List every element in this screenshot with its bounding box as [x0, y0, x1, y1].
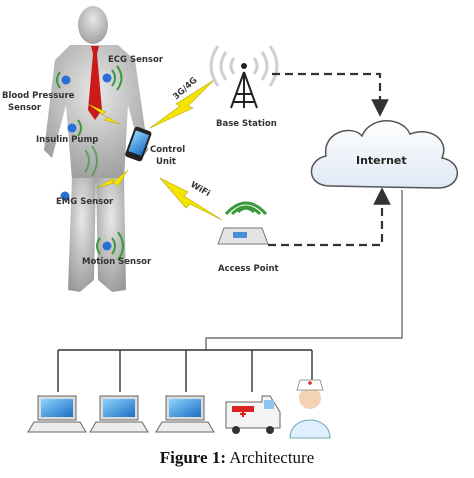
internet-downlink	[205, 190, 403, 350]
sensor-dot-emg	[60, 191, 70, 201]
insulin-pump-label: Insulin Pump	[36, 135, 98, 145]
sensor-dot-motion	[102, 241, 112, 251]
blood-pressure-label-line1: Blood Pressure	[2, 91, 75, 101]
nurse-icon	[289, 379, 331, 439]
computer-icon	[89, 395, 149, 433]
figure-caption-text: Architecture	[226, 448, 315, 467]
computer-icon	[27, 395, 87, 433]
access-point-icon	[217, 201, 269, 245]
figure-caption: Figure 1: Architecture	[0, 448, 474, 468]
blood-pressure-label-line2: Sensor	[8, 103, 42, 113]
wifi-link-label: WiFi	[189, 180, 212, 199]
emg-sensor-label: EMG Sensor	[56, 197, 114, 207]
signal-wave-icon	[84, 145, 98, 177]
client-bus	[57, 349, 313, 392]
tie	[88, 46, 102, 120]
computer-icon	[155, 395, 215, 433]
sensor-dot-ecg	[102, 73, 112, 83]
access-point-to-internet-link	[268, 187, 391, 247]
right-leg	[96, 178, 126, 292]
signal-wave-icon	[96, 231, 124, 261]
ambulance-icon	[225, 395, 281, 434]
control-unit-label-line1: Control	[150, 145, 185, 155]
access-point-label: Access Point	[218, 264, 279, 274]
base-station-icon	[209, 45, 279, 109]
ecg-sensor-label: ECG Sensor	[108, 55, 164, 65]
sensor-dot-insulin	[67, 123, 77, 133]
control-unit-label-line2: Unit	[156, 157, 176, 167]
internet-label: Internet	[356, 154, 407, 167]
figure-caption-prefix: Figure 1:	[159, 448, 226, 467]
bolt-icon	[87, 103, 121, 125]
signal-wave-icon	[77, 119, 82, 137]
base-station-to-internet-link	[272, 72, 389, 117]
bolt-icon	[95, 169, 129, 189]
signal-wave-icon	[56, 71, 61, 89]
left-leg	[68, 178, 96, 292]
internet-cloud	[310, 120, 459, 189]
wifi-bolt-icon	[159, 177, 223, 221]
sensor-dot-bp	[61, 75, 71, 85]
motion-sensor-label: Motion Sensor	[82, 257, 152, 267]
control-unit	[125, 126, 152, 162]
human-figure	[44, 6, 148, 292]
head	[78, 6, 108, 44]
signal-wave-icon	[111, 65, 123, 91]
base-station-label: Base Station	[216, 119, 277, 129]
